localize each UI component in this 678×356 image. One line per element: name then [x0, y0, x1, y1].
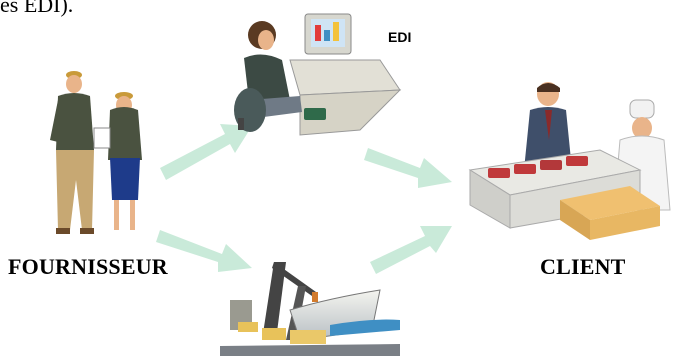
arrow-port-to-client [370, 226, 452, 274]
suppliers-illustration [50, 71, 142, 234]
arrow-supplier-to-office [160, 124, 252, 180]
office-illustration [234, 13, 402, 136]
client-illustration [468, 82, 671, 240]
supplier-label: FOURNISSEUR [8, 254, 168, 279]
edi-label: EDI [388, 29, 411, 45]
header-partial-text: es EDI). [0, 0, 74, 17]
arrow-office-to-client [364, 148, 452, 188]
arrow-supplier-to-port [156, 230, 252, 272]
client-label: CLIENT [540, 254, 626, 279]
port-illustration [220, 262, 400, 356]
